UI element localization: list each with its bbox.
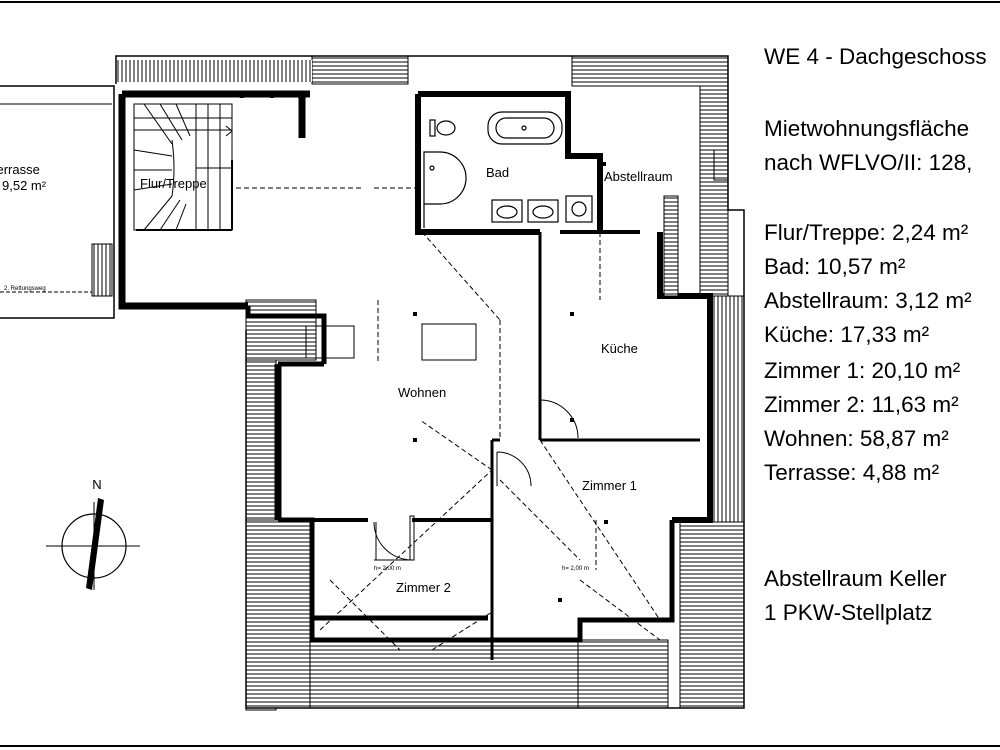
terrasse-area: 9,52 m²	[2, 178, 47, 193]
roof-ridge-lines	[236, 187, 661, 651]
area-legend: WE 4 - Dachgeschoss Mietwohnungsfläche n…	[764, 0, 1000, 750]
roof-hatching	[116, 55, 745, 711]
bathroom-fixtures	[423, 111, 593, 228]
legend-extra-stellplatz: 1 PKW-Stellplatz	[764, 600, 933, 625]
legend-item: Wohnen: 58,87 m²	[764, 426, 949, 451]
skylights	[305, 323, 477, 361]
legend-item: Küche: 17,33 m²	[764, 322, 930, 347]
legend-title: WE 4 - Dachgeschoss	[764, 44, 987, 69]
terrasse-label: Terrasse	[0, 162, 40, 177]
north-label: N	[92, 477, 101, 492]
zimmer1-label: Zimmer 1	[582, 478, 637, 493]
terrace	[0, 85, 115, 319]
doors	[373, 399, 579, 561]
legend-item: Bad: 10,57 m²	[764, 254, 906, 279]
markers	[240, 94, 608, 602]
north-arrow: N	[46, 477, 140, 590]
room-labels: Terrasse 9,52 m² 2. Rettungsweg Flur/Tre…	[0, 162, 673, 595]
legend-area-line2: nach WFLVO/II: 128,	[764, 150, 973, 175]
legend-area-line1: Mietwohnungsfläche	[764, 116, 970, 141]
legend-item: Zimmer 1: 20,10 m²	[764, 358, 961, 383]
staircase	[133, 103, 233, 231]
legend-item: Abstellraum: 3,12 m²	[764, 288, 972, 313]
legend-item: Flur/Treppe: 2,24 m²	[764, 220, 969, 245]
abstellraum-label: Abstellraum	[604, 169, 673, 184]
kueche-label: Küche	[601, 341, 638, 356]
wohnen-label: Wohnen	[398, 385, 446, 400]
abstellraum-window	[663, 149, 729, 297]
rettungsweg-label: 2. Rettungsweg	[4, 286, 46, 292]
height-note-2: h= 2,00 m	[562, 566, 589, 572]
walls	[118, 90, 713, 660]
bad-label: Bad	[486, 165, 509, 180]
legend-item: Zimmer 2: 11,63 m²	[764, 392, 959, 417]
zimmer2-label: Zimmer 2	[396, 580, 451, 595]
legend-item: Terrasse: 4,88 m²	[764, 460, 940, 485]
height-note-1: h= 2,00 m	[374, 566, 401, 572]
roof-outline	[115, 55, 745, 709]
legend-extra-keller: Abstellraum Keller	[764, 566, 947, 591]
flur-label: Flur/Treppe	[140, 176, 207, 191]
